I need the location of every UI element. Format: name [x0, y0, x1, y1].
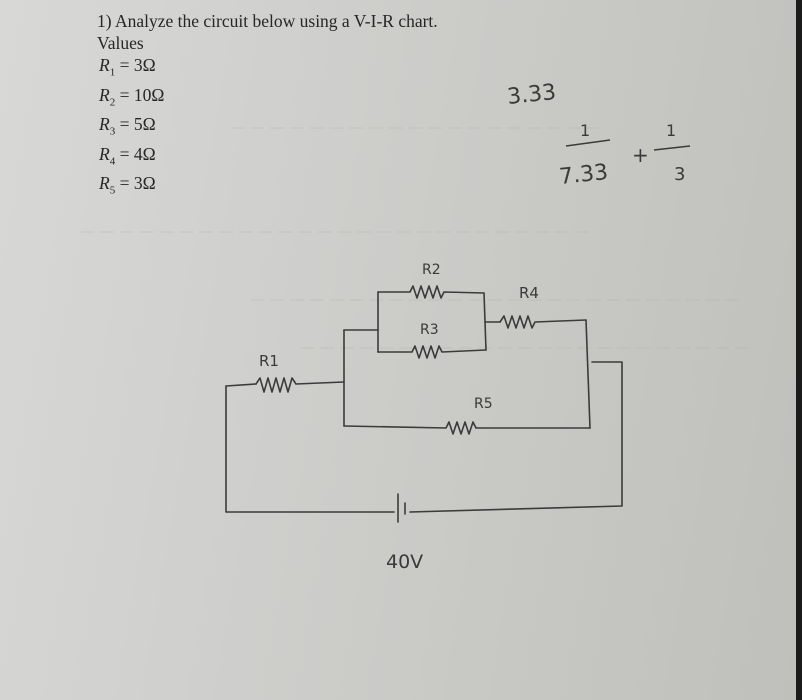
note-top: 3.33 — [506, 80, 557, 110]
wire-left — [225, 385, 395, 513]
label-r5: R5 — [474, 396, 493, 412]
bleed-through-text: — — — — — — — — — — — — — — — — — — — — … — [250, 290, 740, 308]
resistor-value-r1: R1 = 3Ω — [99, 55, 156, 79]
bleed-through-text: — — — — — — — — — — — — — — — — — — — — … — [80, 222, 590, 240]
resistor-r4 — [499, 315, 587, 329]
resistor-r5 — [343, 421, 591, 435]
resistor-value-r5: R5 = 3Ω — [99, 173, 156, 197]
fraction2-bar — [653, 145, 691, 151]
label-r1: R1 — [259, 352, 279, 370]
resistor-value-r2: R2 = 10Ω — [99, 84, 165, 109]
fraction-denominator: 7.33 — [558, 160, 609, 190]
fraction2-denominator: 3 — [674, 164, 685, 185]
plus-sign: + — [632, 143, 649, 167]
label-r2: R2 — [422, 262, 441, 278]
question-title: 1) Analyze the circuit below using a V-I… — [97, 11, 438, 31]
resistor-value-r4: R4 = 4Ω — [99, 143, 156, 168]
resistor-value-r3: R3 = 5Ω — [99, 114, 156, 138]
fraction2-numerator: 1 — [666, 121, 676, 140]
battery-label: 40V — [386, 551, 423, 573]
values-heading: Values — [97, 33, 144, 53]
wire-right-bottom — [409, 361, 623, 513]
wire-r4-down — [585, 319, 591, 429]
bleed-through-text: — — — — — — — — — — — — — — — — — — — — [230, 118, 601, 136]
resistor-r2 — [377, 285, 485, 299]
resistor-r1 — [255, 377, 345, 393]
fraction-numerator: 1 — [580, 121, 590, 140]
resistor-r3 — [377, 345, 487, 359]
wire-r1 — [225, 383, 257, 387]
label-r4: R4 — [519, 284, 539, 302]
question-block: 1) Analyze the circuit below using a V-I… — [97, 10, 577, 202]
fraction-bar — [565, 139, 611, 147]
label-r3: R3 — [420, 322, 439, 338]
